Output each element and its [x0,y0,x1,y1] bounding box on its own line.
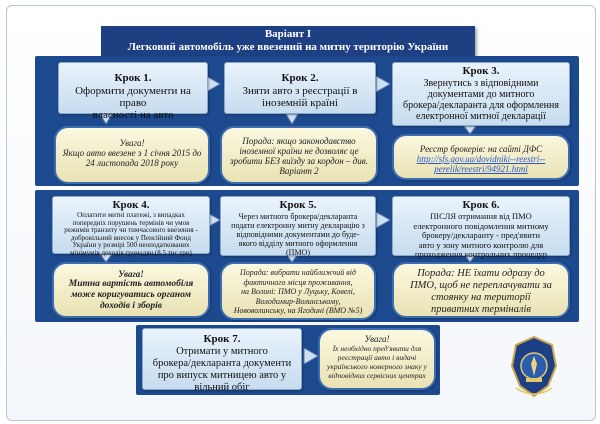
note-6-text: Порада: НЕ їхати одразу до ПМО, щоб не п… [410,268,552,315]
note-4-text: Митна вартість автомобіля може коригуват… [68,279,194,311]
note-4-head: Увага! [118,269,144,279]
note-2-text: Порада: якщо законодавство іноземної кра… [230,136,368,176]
step-2-head: Крок 2. [281,72,319,84]
customs-emblem-icon [510,336,558,398]
step-6: Крок 6. ПІСЛЯ отримання від ПМО електрон… [392,196,570,259]
registry-link[interactable]: http://sfs.gov.ua/dovidniki--reestri-- p… [416,154,546,174]
step-4-text: Оплатити митні платежі, з випадках попер… [64,211,198,257]
step-5: Крок 5. Через митного брокера/декларанта… [220,196,376,257]
note-5: Порада: вибрати найближчий від фактичног… [220,262,376,320]
step-1: Крок 1. Оформити документи на право влас… [58,62,208,121]
note-7: Увага! Їх необхідно пред'явити для реєст… [318,328,436,390]
step-5-text: Через митного брокера/декларанта подати … [231,212,365,257]
step-4-head: Крок 4. [112,199,150,211]
step-7-text: Отримати у митного брокера/декларанта до… [152,346,292,393]
note-5-text: Порада: вибрати найближчий від фактичног… [233,268,363,315]
note-4: Увага! Митна вартість автомобіля може ко… [52,262,210,318]
title-line-1: Варіант І [264,28,312,40]
note-6: Порада: НЕ їхати одразу до ПМО, щоб не п… [392,262,570,318]
step-2-text: Зняти авто з реєстрації в іноземній краї… [242,85,358,109]
step-2: Крок 2. Зняти авто з реєстрації в інозем… [224,62,376,114]
step-7: Крок 7. Отримати у митного брокера/декла… [142,328,302,393]
step-6-text: ПІСЛЯ отримання від ПМО електронного пов… [413,211,549,259]
step-1-text: Оформити документи на право власності на… [75,85,191,121]
note-7-head: Увага! [364,334,390,344]
step-3: Крок 3. Звернутись з відповідними докуме… [392,62,570,126]
note-1-text: Якщо авто ввезене з 1 січня 2015 до 24 л… [62,148,202,168]
step-1-head: Крок 1. [114,72,152,84]
step-7-head: Крок 7. [203,333,241,345]
step-3-head: Крок 3. [462,65,500,77]
page-title: Варіант І Легковий автомобіль уже ввезен… [101,26,475,56]
note-3: Реєстр брокерів: на сайті ДФС http://sfs… [392,134,570,180]
note-3-head: Реєстр брокерів: на сайті ДФС [419,144,543,154]
note-2: Порада: якщо законодавство іноземної кра… [220,126,378,184]
note-1-head: Увага! [119,138,145,148]
title-line-2: Легковий автомобіль уже ввезений на митн… [127,41,449,53]
step-4: Крок 4. Оплатити митні платежі, з випадк… [52,196,210,257]
note-1: Увага! Якщо авто ввезене з 1 січня 2015 … [54,126,210,184]
step-5-head: Крок 5. [279,199,317,211]
step-6-head: Крок 6. [462,199,500,211]
step-3-text: Звернутись з відповідними документами до… [403,78,559,122]
note-7-text: Їх необхідно пред'явити для реєстрації а… [327,344,427,380]
